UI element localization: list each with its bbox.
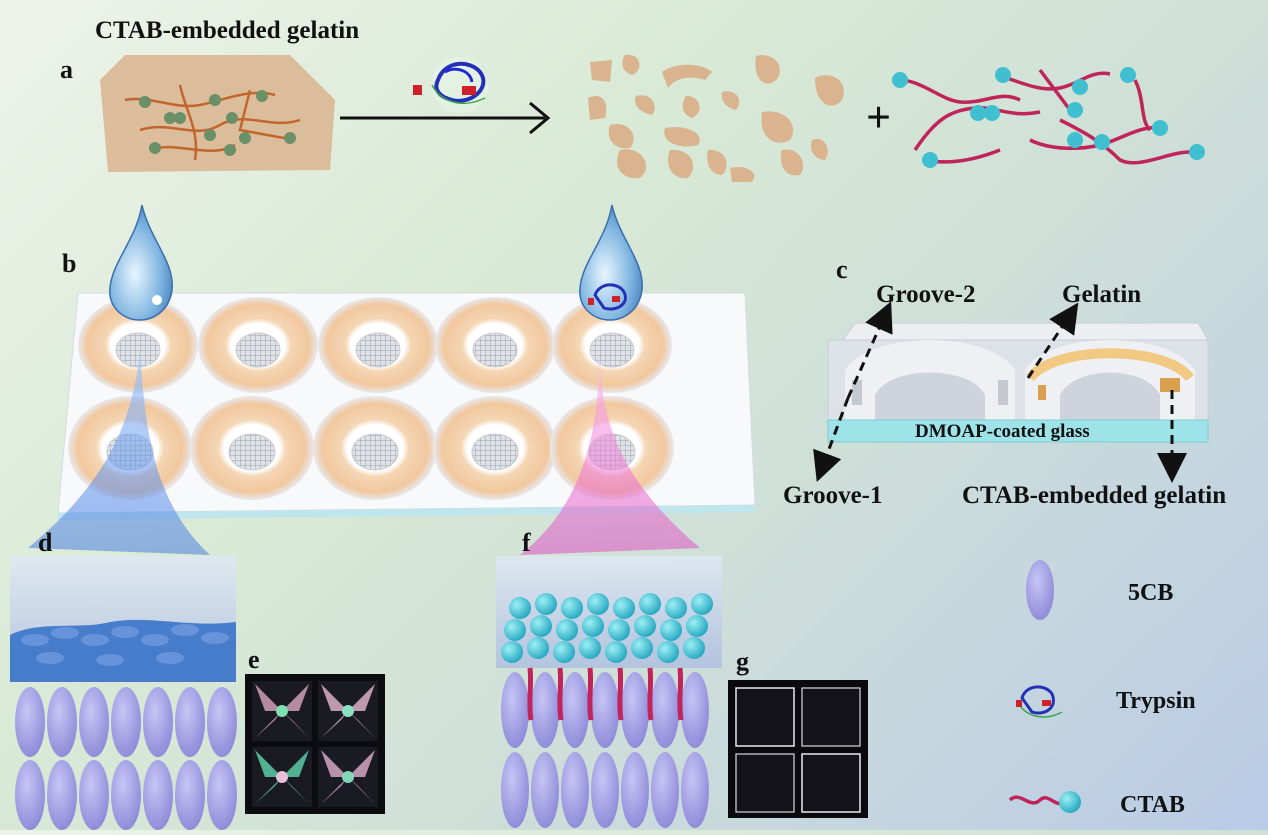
well xyxy=(433,396,557,500)
lc-legend-icon xyxy=(1026,560,1054,620)
well xyxy=(190,396,314,500)
panel-label-f: f xyxy=(522,528,531,557)
trypsin-icon xyxy=(413,57,488,113)
well xyxy=(435,297,555,393)
legend: 5CB Trypsin CTAB xyxy=(1008,560,1196,818)
pom-image-dark xyxy=(728,680,868,818)
pink-light-beam xyxy=(520,352,700,555)
cross-section-device xyxy=(827,322,1209,443)
well xyxy=(318,297,438,393)
panel-label-b: b xyxy=(62,249,76,278)
gelatin-label: Gelatin xyxy=(1062,281,1141,308)
legend-trypsin: Trypsin xyxy=(1116,688,1196,714)
ctab-gelatin-label: CTAB-embedded gelatin xyxy=(962,482,1226,509)
panel-a-title: CTAB-embedded gelatin xyxy=(95,17,359,44)
trypsin-legend-icon xyxy=(1016,685,1063,718)
legend-5cb: 5CB xyxy=(1128,580,1173,606)
panel-label-c: c xyxy=(836,255,848,284)
well xyxy=(198,297,318,393)
lc-molecules-homeotropic xyxy=(501,667,709,828)
trypsin-droplet xyxy=(579,204,643,321)
groove1-label: Groove-1 xyxy=(783,482,883,509)
well xyxy=(313,396,437,500)
panel-label-a: a xyxy=(60,55,73,84)
gelatin-block xyxy=(100,55,335,172)
lc-cell-water xyxy=(10,556,236,682)
panel-label-d: d xyxy=(38,528,53,557)
reaction-arrow-head xyxy=(529,101,551,135)
glass-label: DMOAP-coated glass xyxy=(915,421,1090,442)
lc-cell-trypsin xyxy=(496,556,722,668)
ctab-legend-icon xyxy=(1008,791,1081,813)
pom-image-bright xyxy=(245,674,385,814)
blue-light-beam xyxy=(28,352,210,555)
gelatin-fragments xyxy=(588,54,844,182)
lc-molecules-tilted xyxy=(15,687,237,830)
panel-label-e: e xyxy=(248,645,260,674)
plus-sign: + xyxy=(866,93,891,142)
callout-arrows xyxy=(813,301,1187,483)
water-droplet xyxy=(109,204,173,321)
groove2-label: Groove-2 xyxy=(876,281,976,308)
well xyxy=(552,297,672,393)
legend-ctab: CTAB xyxy=(1120,792,1185,818)
panel-label-g: g xyxy=(736,647,749,676)
ctab-released xyxy=(892,67,1205,168)
